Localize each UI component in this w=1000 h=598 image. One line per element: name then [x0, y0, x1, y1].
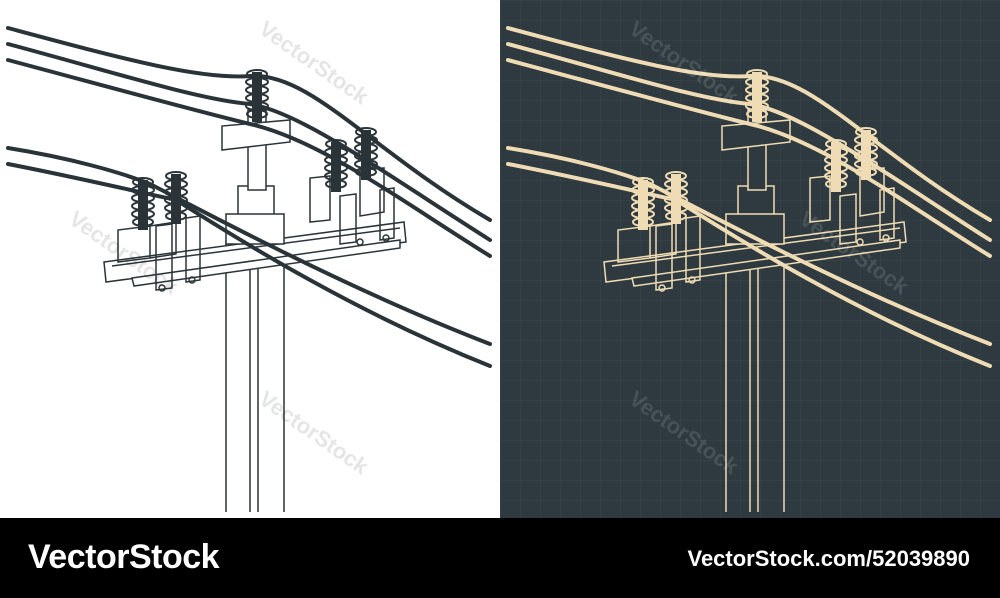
utility-pole-line-drawing [6, 26, 492, 512]
image-credit: VectorStock.com/52039890 [687, 546, 970, 571]
footer-bar: VectorStock VectorStock.com/52039890 [0, 518, 1000, 598]
utility-pole-blueprint-drawing [500, 0, 1000, 518]
blueprint-panel: VectorStock VectorStock VectorStock [500, 0, 1000, 518]
brand-logo: VectorStock [28, 538, 220, 576]
line-drawing-panel: VectorStock VectorStock VectorStock [0, 0, 500, 518]
